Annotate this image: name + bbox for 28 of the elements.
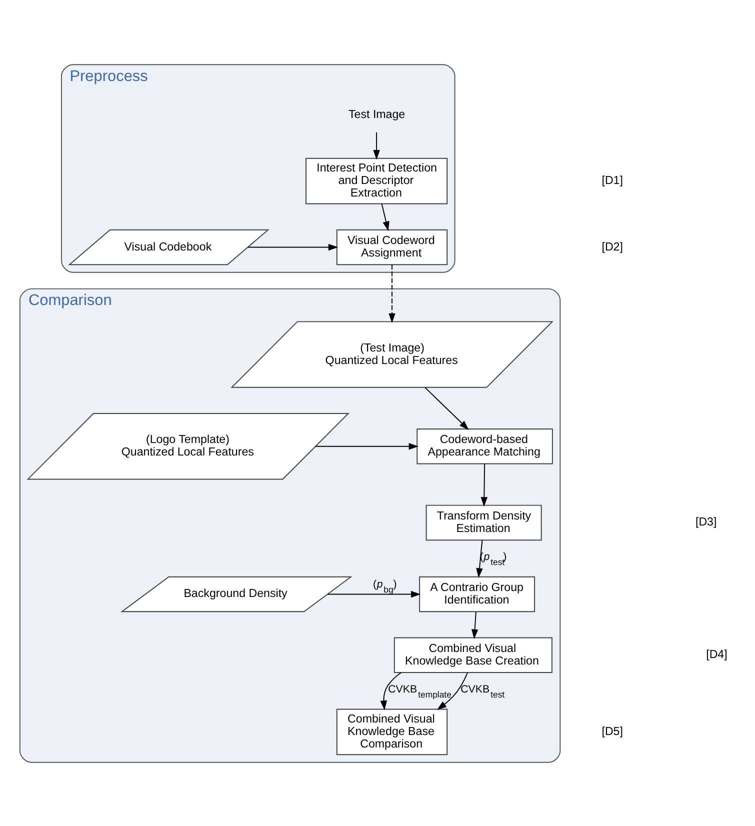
edge-label: CVKB$_{template}$ bbox=[388, 683, 452, 700]
arrow bbox=[388, 264, 396, 322]
arrow bbox=[424, 386, 469, 430]
label: [D1] bbox=[602, 174, 623, 187]
edge-label: CVKB$_{test}$ bbox=[460, 683, 505, 700]
node-box: Combined Visual Knowledge Base Comparison bbox=[336, 708, 448, 755]
arrow bbox=[327, 590, 421, 598]
node-box: Codeword-based Appearance Matching bbox=[416, 428, 553, 464]
label: [D4] bbox=[706, 648, 728, 661]
arrow bbox=[471, 610, 478, 639]
arrow bbox=[381, 202, 390, 231]
node-box: A Contrario Group Identification bbox=[419, 576, 536, 612]
arrow bbox=[248, 243, 338, 250]
node-box: Interest Point Detection and Descriptor Extraction bbox=[306, 157, 448, 204]
label: [D5] bbox=[602, 725, 623, 738]
node-box: Transform Density Estimation bbox=[426, 504, 542, 540]
arrow bbox=[373, 131, 380, 160]
node-text: Test Image bbox=[348, 108, 406, 120]
label: [D2] bbox=[602, 240, 623, 253]
arrow bbox=[315, 442, 418, 450]
node-box: Visual Codeword Assignment bbox=[336, 228, 448, 265]
arrow bbox=[380, 672, 402, 710]
arrow bbox=[476, 539, 483, 578]
edge-label: (p$_{bg}$) bbox=[373, 578, 397, 594]
arrow bbox=[480, 462, 488, 506]
arrow bbox=[436, 672, 468, 710]
label: [D3] bbox=[695, 516, 717, 528]
node-box: Combined Visual Knowledge Base Creation bbox=[394, 636, 552, 672]
